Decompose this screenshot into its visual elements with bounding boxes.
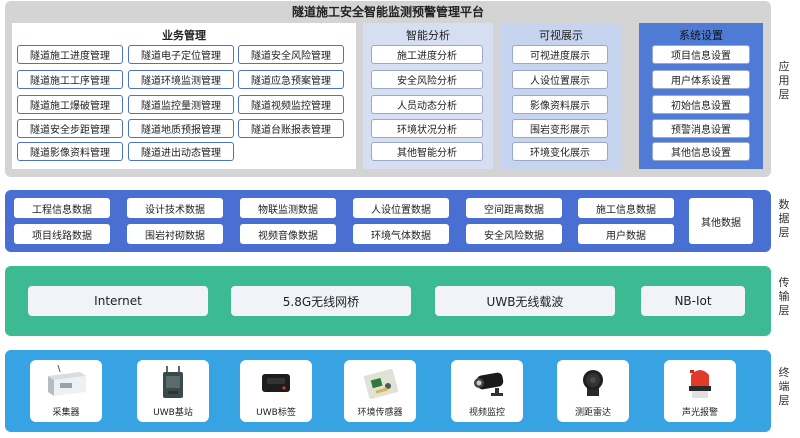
- data-item: 设计技术数据: [127, 198, 223, 218]
- device-card: 视频监控: [451, 360, 523, 422]
- device-card: 测距雷达: [557, 360, 629, 422]
- sound-light-alarm-icon: [664, 364, 736, 400]
- visual-display-title: 可视展示: [539, 29, 583, 42]
- data-item: 环境气体数据: [353, 224, 449, 244]
- business-item: 隧道施工爆破管理: [17, 95, 123, 114]
- device-label: UWB标签: [256, 408, 296, 418]
- device-card: 采集器: [30, 360, 102, 422]
- transport-item: Internet: [28, 286, 208, 316]
- business-item: 隧道应急预案管理: [238, 70, 344, 89]
- device-card: 声光报警: [664, 360, 736, 422]
- device-label: 视频监控: [468, 408, 505, 418]
- layer-label-application: 应用层: [778, 60, 790, 101]
- data-item: 围岩衬砌数据: [127, 224, 223, 244]
- layer-label-data: 数据层: [778, 198, 790, 239]
- data-item: 视频音像数据: [240, 224, 336, 244]
- device-card: UWB标签: [240, 360, 312, 422]
- business-item: 隧道环境监测管理: [128, 70, 234, 89]
- device-label: 声光报警: [681, 408, 718, 418]
- environment-sensor-icon: [344, 364, 416, 400]
- data-item: 安全风险数据: [466, 224, 562, 244]
- uwb-tag-icon: [240, 364, 312, 400]
- layer-label-terminal: 终端层: [778, 366, 790, 407]
- smart-analysis-title: 智能分析: [406, 29, 450, 42]
- data-item: 其他数据: [689, 198, 753, 244]
- layer-label-transport: 传输层: [778, 276, 790, 317]
- business-item: 隧道安全风险管理: [238, 45, 344, 64]
- business-item: 隧道台账报表管理: [238, 119, 344, 138]
- business-item: 隧道地质预报管理: [128, 119, 234, 138]
- data-item: 施工信息数据: [578, 198, 674, 218]
- business-item: 隧道监控量测管理: [128, 95, 234, 114]
- business-item: 隧道电子定位管理: [128, 45, 234, 64]
- business-item: 隧道施工进度管理: [17, 45, 123, 64]
- system-settings-item: 预警消息设置: [652, 119, 750, 138]
- video-camera-icon: [451, 364, 523, 400]
- device-card: UWB基站: [137, 360, 209, 422]
- business-item: 隧道视频监控管理: [238, 95, 344, 114]
- device-label: 环境传感器: [357, 408, 403, 418]
- data-item: 用户数据: [578, 224, 674, 244]
- ranging-radar-icon: [557, 364, 629, 400]
- visual-display-item: 环境变化展示: [512, 142, 608, 161]
- device-label: UWB基站: [153, 408, 193, 418]
- smart-analysis-item: 环境状况分析: [371, 119, 483, 138]
- transport-item: UWB无线载波: [435, 286, 615, 316]
- visual-display-item: 影像资料展示: [512, 95, 608, 114]
- smart-analysis-item: 人员动态分析: [371, 95, 483, 114]
- platform-title: 隧道施工安全智能监测预警管理平台: [291, 5, 484, 19]
- data-item: 物联监测数据: [240, 198, 336, 218]
- device-label: 测距雷达: [574, 408, 611, 418]
- system-settings-item: 初始信息设置: [652, 95, 750, 114]
- system-settings-item: 项目信息设置: [652, 45, 750, 64]
- business-item: 隧道影像资料管理: [17, 142, 123, 161]
- business-item: 隧道施工工序管理: [17, 70, 123, 89]
- device-card: 环境传感器: [344, 360, 416, 422]
- data-item: 人设位置数据: [353, 198, 449, 218]
- business-title: 业务管理: [162, 29, 206, 42]
- system-settings-item: 其他信息设置: [652, 142, 750, 161]
- transport-item: 5.8G无线网桥: [231, 286, 411, 316]
- transport-item: NB-Iot: [641, 286, 745, 316]
- visual-display-item: 人设位置展示: [512, 70, 608, 89]
- data-item: 工程信息数据: [14, 198, 110, 218]
- device-label: 采集器: [52, 408, 80, 418]
- business-item: 隧道进出动态管理: [128, 142, 234, 161]
- smart-analysis-item: 安全风险分析: [371, 70, 483, 89]
- collector-icon: [30, 364, 102, 400]
- system-settings-item: 用户体系设置: [652, 70, 750, 89]
- uwb-base-station-icon: [137, 364, 209, 400]
- smart-analysis-item: 其他智能分析: [371, 142, 483, 161]
- system-settings-title: 系统设置: [679, 29, 723, 42]
- data-item: 项目线路数据: [14, 224, 110, 244]
- data-item: 空间距离数据: [466, 198, 562, 218]
- business-item: 隧道安全步距管理: [17, 119, 123, 138]
- smart-analysis-item: 施工进度分析: [371, 45, 483, 64]
- visual-display-item: 可视进度展示: [512, 45, 608, 64]
- visual-display-item: 围岩变形展示: [512, 119, 608, 138]
